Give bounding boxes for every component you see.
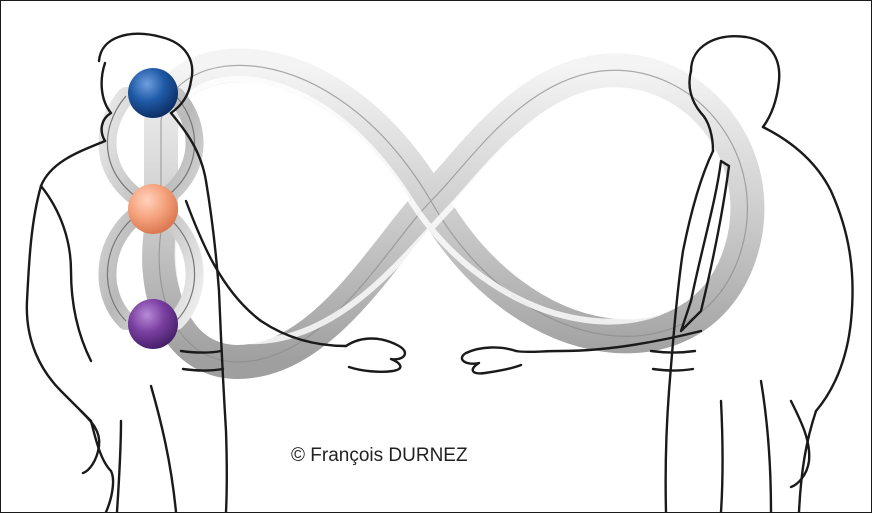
infinity-ribbon	[159, 65, 747, 362]
purple-sphere	[128, 299, 178, 349]
blue-sphere	[128, 68, 178, 118]
orange-sphere	[128, 184, 178, 234]
copyright-caption: © François DURNEZ	[291, 445, 468, 467]
